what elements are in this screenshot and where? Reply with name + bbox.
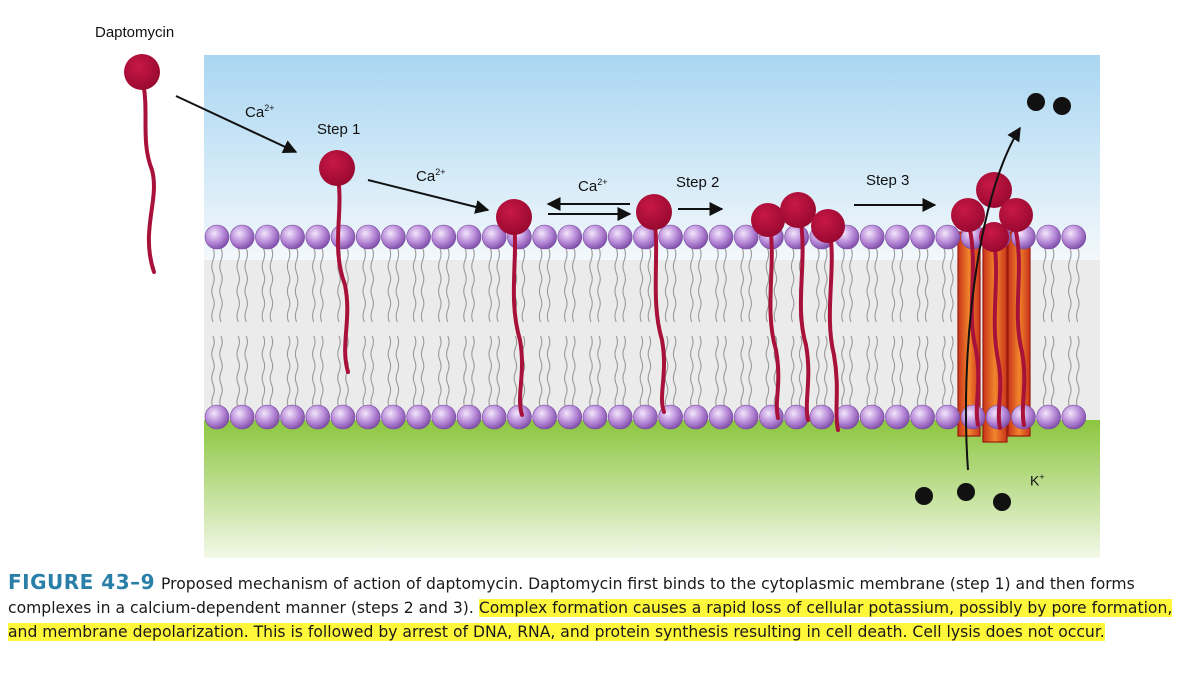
calcium-label-1: Ca2+ — [245, 103, 275, 121]
lipid-head — [204, 224, 230, 250]
figure-number: FIGURE 43–9 — [8, 570, 156, 594]
lipid-head — [733, 224, 759, 250]
calcium-label-2: Ca2+ — [416, 167, 446, 185]
lipid-head — [381, 404, 406, 430]
lipid-head — [255, 224, 280, 250]
lipid-head — [633, 404, 658, 430]
lipid-head — [885, 224, 910, 250]
lipid-head — [1036, 224, 1061, 250]
daptomycin-bound — [511, 220, 524, 417]
lipid-head — [481, 404, 507, 430]
step3-label: Step 3 — [866, 172, 910, 189]
lipid-head — [381, 224, 406, 250]
lipid-head — [1061, 404, 1087, 430]
lipid-head — [557, 224, 583, 250]
cytoplasm-region — [204, 420, 1100, 558]
lipid-head — [784, 224, 809, 250]
lipid-head — [406, 224, 431, 250]
lipid-head — [935, 404, 961, 430]
daptomycin-bound-2 — [652, 214, 666, 414]
lipid-head — [456, 404, 482, 430]
lipid-head — [658, 224, 683, 250]
lipid-head — [960, 404, 986, 430]
lipid-head — [280, 404, 305, 430]
lipid-head — [532, 404, 557, 430]
lipid-head — [229, 224, 255, 250]
lipid-head — [935, 224, 961, 250]
lipid-head — [708, 404, 734, 430]
lipid-head — [859, 404, 885, 430]
arrow-to-step1 — [175, 95, 298, 154]
daptomycin-free — [140, 76, 156, 274]
lipid-head — [406, 404, 431, 430]
lipid-head — [1061, 224, 1087, 250]
lipid-head — [431, 224, 457, 250]
potassium-label: K+ — [1030, 472, 1045, 489]
lipid-head — [229, 404, 255, 430]
lipid-head — [456, 224, 482, 250]
daptomycin-complex — [768, 214, 840, 432]
lipid-head — [204, 404, 230, 430]
step1-label: Step 1 — [317, 121, 361, 138]
lipid-head — [481, 224, 507, 250]
lipid-head — [532, 224, 557, 250]
lipid-head — [683, 404, 709, 430]
lipid-head — [683, 224, 709, 250]
daptomycin-head — [124, 54, 160, 90]
potassium-efflux-arrow — [964, 126, 1021, 471]
mechanism-diagram — [124, 54, 1100, 558]
daptomycin-step1 — [335, 170, 350, 374]
potassium-ions — [915, 93, 1071, 511]
daptomycin-label: Daptomycin — [95, 24, 175, 41]
lipid-head — [859, 224, 885, 250]
lipid-head — [885, 404, 910, 430]
lipid-head — [582, 404, 608, 430]
lipid-head — [330, 224, 356, 250]
lipid-head — [910, 224, 935, 250]
lipid-head — [431, 404, 457, 430]
lipid-head — [255, 404, 280, 430]
step2-label: Step 2 — [676, 174, 720, 191]
daptomycin-pore-complex — [968, 228, 1027, 430]
lipid-head — [607, 404, 633, 430]
lipid-head — [582, 224, 608, 250]
lipid-head — [708, 224, 734, 250]
lipid-head — [733, 404, 759, 430]
lipid-head — [330, 404, 356, 430]
caption-text: Proposed mechanism of action of daptomyc… — [8, 575, 1135, 617]
calcium-label-3: Ca2+ — [578, 177, 608, 195]
lipid-head — [1036, 404, 1061, 430]
lipid-head — [305, 404, 331, 430]
lipid-head — [355, 404, 381, 430]
lipid-head — [809, 404, 835, 430]
lipid-head — [280, 224, 305, 250]
arrow-to-membrane — [367, 179, 490, 214]
lipid-head — [355, 224, 381, 250]
lipid-head — [607, 224, 633, 250]
lipid-head — [910, 404, 935, 430]
lipid-head — [557, 404, 583, 430]
daptomycin-mechanism-figure: Daptomycin Ca2+ Ca2+ Ca2+ Step 1 Step 2 … — [95, 24, 1100, 558]
lipid-head — [305, 224, 331, 250]
